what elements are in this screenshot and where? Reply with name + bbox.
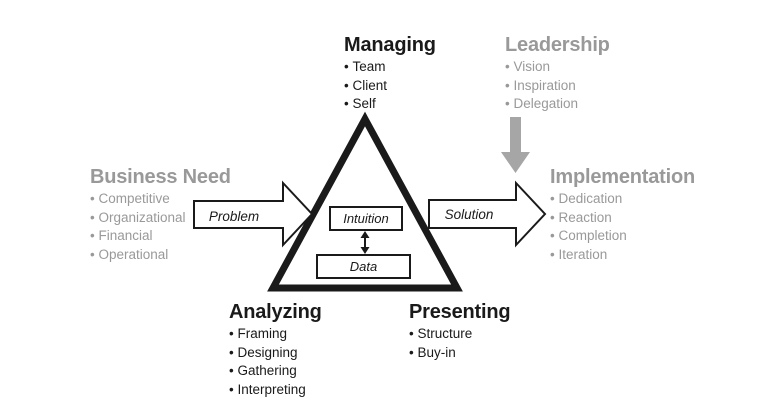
list-item: Interpreting (229, 381, 322, 400)
list-item: Designing (229, 344, 322, 363)
solution-label: Solution (445, 207, 494, 222)
leadership-list: Vision Inspiration Delegation (505, 58, 610, 114)
analyzing-list: Framing Designing Gathering Interpreting (229, 325, 322, 399)
intuition-label: Intuition (343, 211, 389, 226)
list-item: Team (344, 58, 436, 77)
list-item: Client (344, 77, 436, 96)
business-need-block: Business Need Competitive Organizational… (90, 166, 231, 264)
list-item: Structure (409, 325, 510, 344)
implementation-list: Dedication Reaction Completion Iteration (550, 190, 695, 264)
presenting-list: Structure Buy-in (409, 325, 510, 362)
leadership-arrow (501, 117, 530, 173)
list-item: Delegation (505, 95, 610, 114)
list-item: Completion (550, 227, 695, 246)
intuition-box (329, 206, 403, 231)
implementation-block: Implementation Dedication Reaction Compl… (550, 166, 695, 264)
managing-block: Managing Team Client Self (344, 34, 436, 114)
list-item: Buy-in (409, 344, 510, 363)
framework-triangle (267, 111, 463, 292)
solution-arrow (428, 180, 547, 248)
analyzing-block: Analyzing Framing Designing Gathering In… (229, 301, 322, 399)
list-item: Organizational (90, 209, 231, 228)
leadership-block: Leadership Vision Inspiration Delegation (505, 34, 610, 114)
list-item: Gathering (229, 362, 322, 381)
presenting-block: Presenting Structure Buy-in (409, 301, 511, 362)
list-item: Vision (505, 58, 610, 77)
list-item: Dedication (550, 190, 695, 209)
list-item: Framing (229, 325, 322, 344)
presenting-title: Presenting (409, 301, 511, 323)
list-item: Financial (90, 227, 231, 246)
implementation-title: Implementation (550, 166, 695, 188)
data-box (316, 254, 411, 279)
data-label: Data (350, 259, 377, 274)
list-item: Self (344, 95, 436, 114)
list-item: Iteration (550, 246, 695, 265)
list-item: Operational (90, 246, 231, 265)
leadership-title: Leadership (505, 34, 610, 56)
business-need-list: Competitive Organizational Financial Ope… (90, 190, 231, 264)
list-item: Competitive (90, 190, 231, 209)
analyzing-title: Analyzing (229, 301, 322, 323)
business-need-title: Business Need (90, 166, 231, 188)
list-item: Inspiration (505, 77, 610, 96)
managing-list: Team Client Self (344, 58, 436, 114)
intuition-data-double-arrow (360, 231, 370, 254)
list-item: Reaction (550, 209, 695, 228)
managing-title: Managing (344, 34, 436, 56)
